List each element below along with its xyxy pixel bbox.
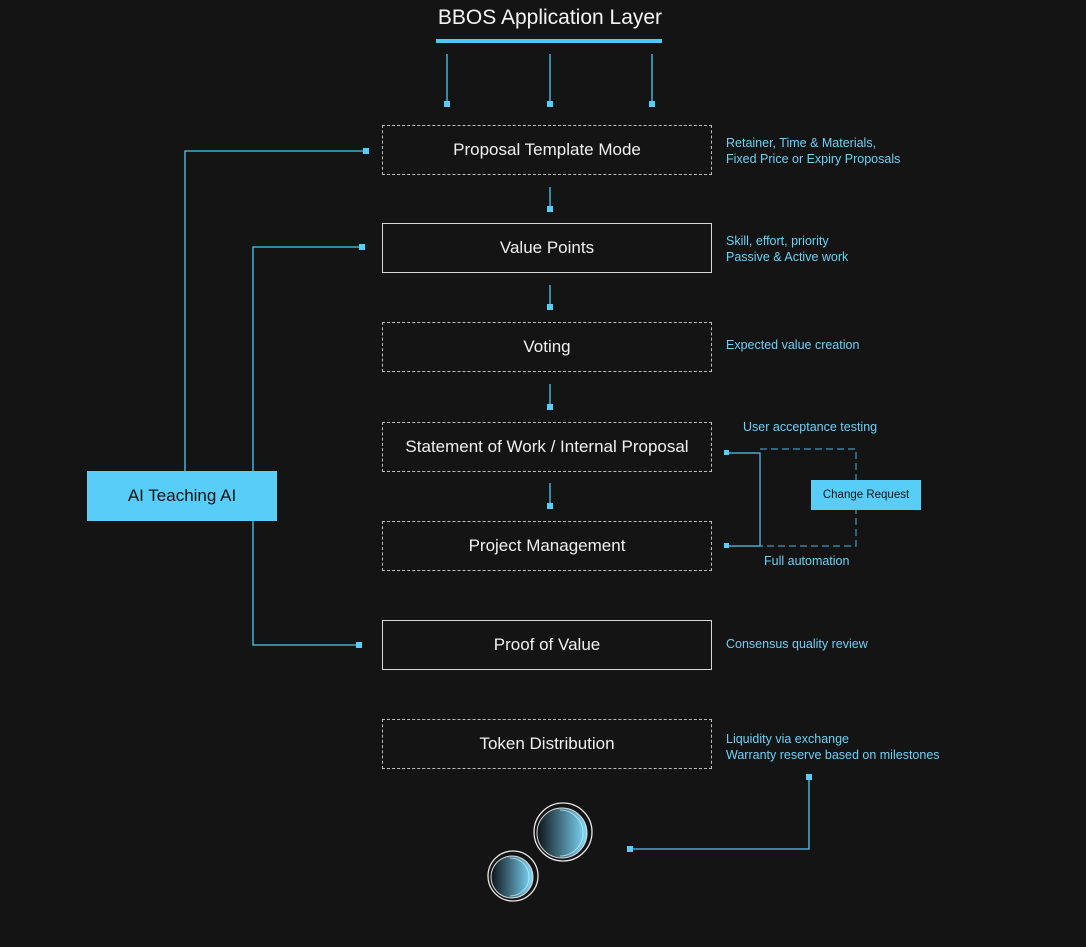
step-token-distribution: Token Distribution xyxy=(382,719,712,769)
step-project-management: Project Management xyxy=(382,521,712,571)
note-token-distribution: Liquidity via exchange Warranty reserve … xyxy=(726,731,940,763)
note-proof-of-value: Consensus quality review xyxy=(726,636,868,652)
step-label: Voting xyxy=(523,337,571,356)
note-value-points: Skill, effort, priority Passive & Active… xyxy=(726,233,848,265)
note-line: Warranty reserve based on milestones xyxy=(726,748,940,762)
user-acceptance-testing-label: User acceptance testing xyxy=(743,420,878,434)
ai-teaching-ai-box: AI Teaching AI xyxy=(87,471,277,521)
step-statement-of-work: Statement of Work / Internal Proposal xyxy=(382,422,712,472)
step-value-points: Value Points xyxy=(382,223,712,273)
note-line: Consensus quality review xyxy=(726,637,868,651)
note-voting: Expected value creation xyxy=(726,337,859,353)
step-label: Proof of Value xyxy=(493,635,601,654)
step-label: Value Points xyxy=(499,238,595,257)
full-automation-label: Full automation xyxy=(764,554,850,568)
step-label: Project Management xyxy=(468,536,626,555)
note-line: Passive & Active work xyxy=(726,250,849,264)
step-label: Statement of Work / Internal Proposal xyxy=(405,437,689,456)
note-proposal-template-mode: Retainer, Time & Materials, Fixed Price … xyxy=(726,135,900,167)
step-label: Proposal Template Mode xyxy=(453,140,641,159)
note-line: Expected value creation xyxy=(726,338,860,352)
step-proof-of-value: Proof of Value xyxy=(382,620,712,670)
title-underline xyxy=(436,39,662,43)
note-line: Retainer, Time & Materials, xyxy=(726,136,877,150)
note-line: Fixed Price or Expiry Proposals xyxy=(726,152,901,166)
step-label: Token Distribution xyxy=(479,734,615,753)
coin-icon xyxy=(487,850,539,902)
note-line: Liquidity via exchange xyxy=(726,732,849,746)
change-request-box: Change Request xyxy=(811,480,921,510)
coin-icon xyxy=(533,802,593,862)
diagram-title: BBOS Application Layer xyxy=(437,6,663,29)
step-voting: Voting xyxy=(382,322,712,372)
step-proposal-template-mode: Proposal Template Mode xyxy=(382,125,712,175)
note-line: Skill, effort, priority xyxy=(726,234,829,248)
